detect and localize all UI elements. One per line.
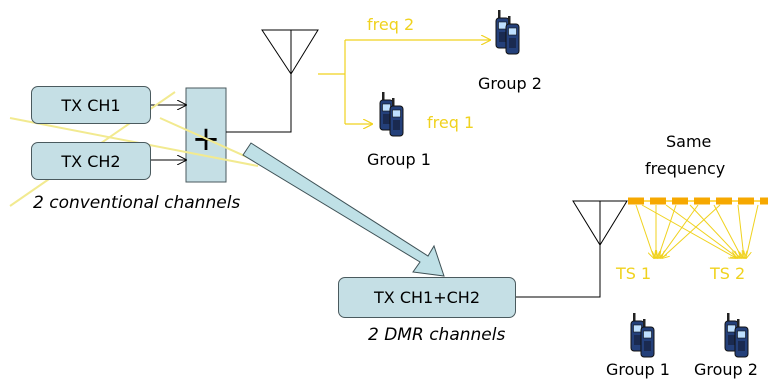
same-label: Same [666,132,712,151]
tx-ch1-box: TX CH1 [31,86,151,124]
antenna-icon [572,200,628,246]
conventional-caption: 2 conventional channels [33,193,241,213]
walkie-talkie-icon [725,313,748,357]
freq2-label: freq 2 [367,15,415,34]
strike-line-3 [159,117,259,163]
ts1-label: TS 1 [616,264,652,283]
walkie-talkie-icon [631,313,654,357]
tx-ch2-label: TX CH2 [61,151,121,171]
feed-line-dmr [515,245,601,298]
group1-label-bottom: Group 1 [606,360,670,379]
tx-combined-box: TX CH1+CH2 [338,277,516,318]
antenna-icon [261,29,319,75]
walkie-talkie-icon [496,10,519,54]
freq1-label: freq 1 [427,113,475,132]
feed-line-top [226,72,292,133]
group1-label-top: Group 1 [367,150,431,169]
frequency-branches [318,40,490,124]
combiner-box [185,87,227,183]
frequency-label: frequency [645,159,726,178]
walkie-talkie-icon [380,92,403,136]
ts2-label: TS 2 [710,264,746,283]
group2-label-top: Group 2 [478,74,542,93]
tx-combined-label: TX CH1+CH2 [374,288,480,307]
tx-ch2-box: TX CH2 [31,142,151,180]
tx-ch1-label: TX CH1 [61,95,121,115]
timeslot-fan-lines [635,204,759,258]
group2-label-bottom: Group 2 [694,360,758,379]
dmr-caption: 2 DMR channels [368,325,506,345]
migration-arrow [242,142,445,277]
